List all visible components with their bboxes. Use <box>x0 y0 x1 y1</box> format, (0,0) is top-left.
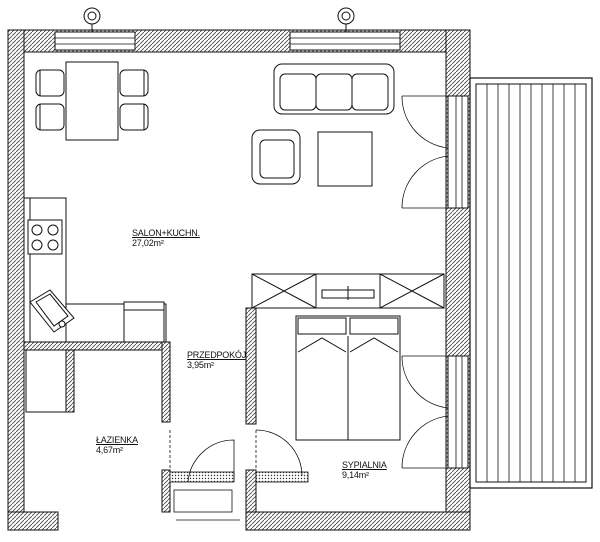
room-area: 3,95m² <box>187 360 214 370</box>
balcony <box>469 77 593 489</box>
room-name: SALON+KUCHN. <box>132 228 200 238</box>
dining-table <box>35 61 149 141</box>
double-bed <box>295 315 401 441</box>
room-name: ŁAZIENKA <box>96 435 138 445</box>
room-name: SYPIALNIA <box>342 460 387 470</box>
cooktop <box>27 219 63 255</box>
room-name: PRZEDPOKÓJ <box>187 350 247 360</box>
top-window-left <box>54 7 136 51</box>
bedroom-door <box>255 429 309 483</box>
room-label-sypialnia: SYPIALNIA 9,14m² <box>342 460 387 480</box>
room-area: 27,02m² <box>132 238 164 248</box>
room-area: 9,14m² <box>342 470 369 480</box>
room-label-lazienka: ŁAZIENKA 4,67m² <box>96 435 138 455</box>
coffee-table <box>317 131 373 187</box>
room-area: 4,67m² <box>96 445 123 455</box>
bathroom-door <box>169 430 235 513</box>
room-label-przedpokoj: PRZEDPOKÓJ 3,95m² <box>187 350 246 370</box>
interior-walls <box>23 307 257 513</box>
top-window-right <box>289 7 401 51</box>
armchair <box>251 129 301 185</box>
sofa <box>273 63 395 115</box>
kitchen-sink <box>29 289 75 333</box>
room-label-salon: SALON+KUCHN. 27,02m² <box>132 228 200 248</box>
fridge <box>123 301 165 343</box>
wardrobe <box>251 273 445 309</box>
